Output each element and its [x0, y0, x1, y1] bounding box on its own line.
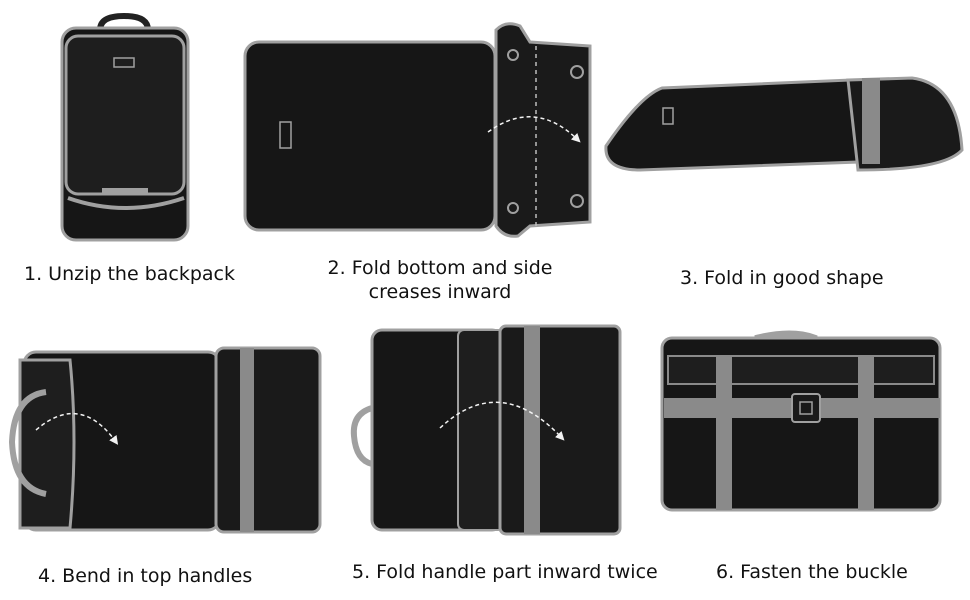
- step-6-fasten-buckle-illustration: [662, 334, 940, 510]
- step-6-caption: 6. Fasten the buckle: [716, 560, 908, 584]
- step-3-caption-line-1: 3. Fold in good shape: [680, 266, 884, 290]
- step-2-caption-line-2: creases inward: [310, 280, 570, 304]
- side-strap: [524, 326, 540, 534]
- buckle-icon[interactable]: [792, 394, 820, 422]
- vertical-strap-left: [716, 356, 732, 510]
- step-3-caption: 3. Fold in good shape: [680, 266, 884, 290]
- bag-main-panel: [245, 42, 495, 230]
- step-3-folded-illustration: [606, 78, 962, 170]
- step-1-caption-line-1: 1. Unzip the backpack: [24, 262, 235, 286]
- step-2-unfolded-illustration: [245, 24, 590, 237]
- step-1-backpack-illustration: [62, 16, 188, 240]
- side-strap: [240, 348, 254, 532]
- vertical-strap-right: [858, 356, 874, 510]
- step-5-caption: 5. Fold handle part inward twice: [352, 560, 658, 584]
- bag-end-panel: [20, 360, 74, 528]
- step-5-caption-line-1: 5. Fold handle part inward twice: [352, 560, 658, 584]
- folded-strap: [862, 78, 880, 164]
- step-5-fold-handle-illustration: [354, 326, 620, 534]
- bag-side-section: [216, 348, 320, 532]
- step-1-caption: 1. Unzip the backpack: [24, 262, 235, 286]
- bag-side-section: [500, 326, 620, 534]
- top-handle: [354, 408, 372, 464]
- step-6-caption-line-1: 6. Fasten the buckle: [716, 560, 908, 584]
- step-4-caption: 4. Bend in top handles: [38, 564, 252, 588]
- step-4-bend-handles-illustration: [12, 348, 320, 532]
- bag-folded-edge: [458, 330, 504, 530]
- step-2-caption-line-1: 2. Fold bottom and side: [310, 256, 570, 280]
- step-4-caption-line-1: 4. Bend in top handles: [38, 564, 252, 588]
- folded-bag-body: [606, 80, 858, 170]
- backpack-front-panel: [66, 36, 184, 194]
- packed-bag-top-band: [668, 356, 934, 384]
- backpack-zipper-pull: [102, 188, 148, 194]
- step-2-caption: 2. Fold bottom and side creases inward: [310, 256, 570, 304]
